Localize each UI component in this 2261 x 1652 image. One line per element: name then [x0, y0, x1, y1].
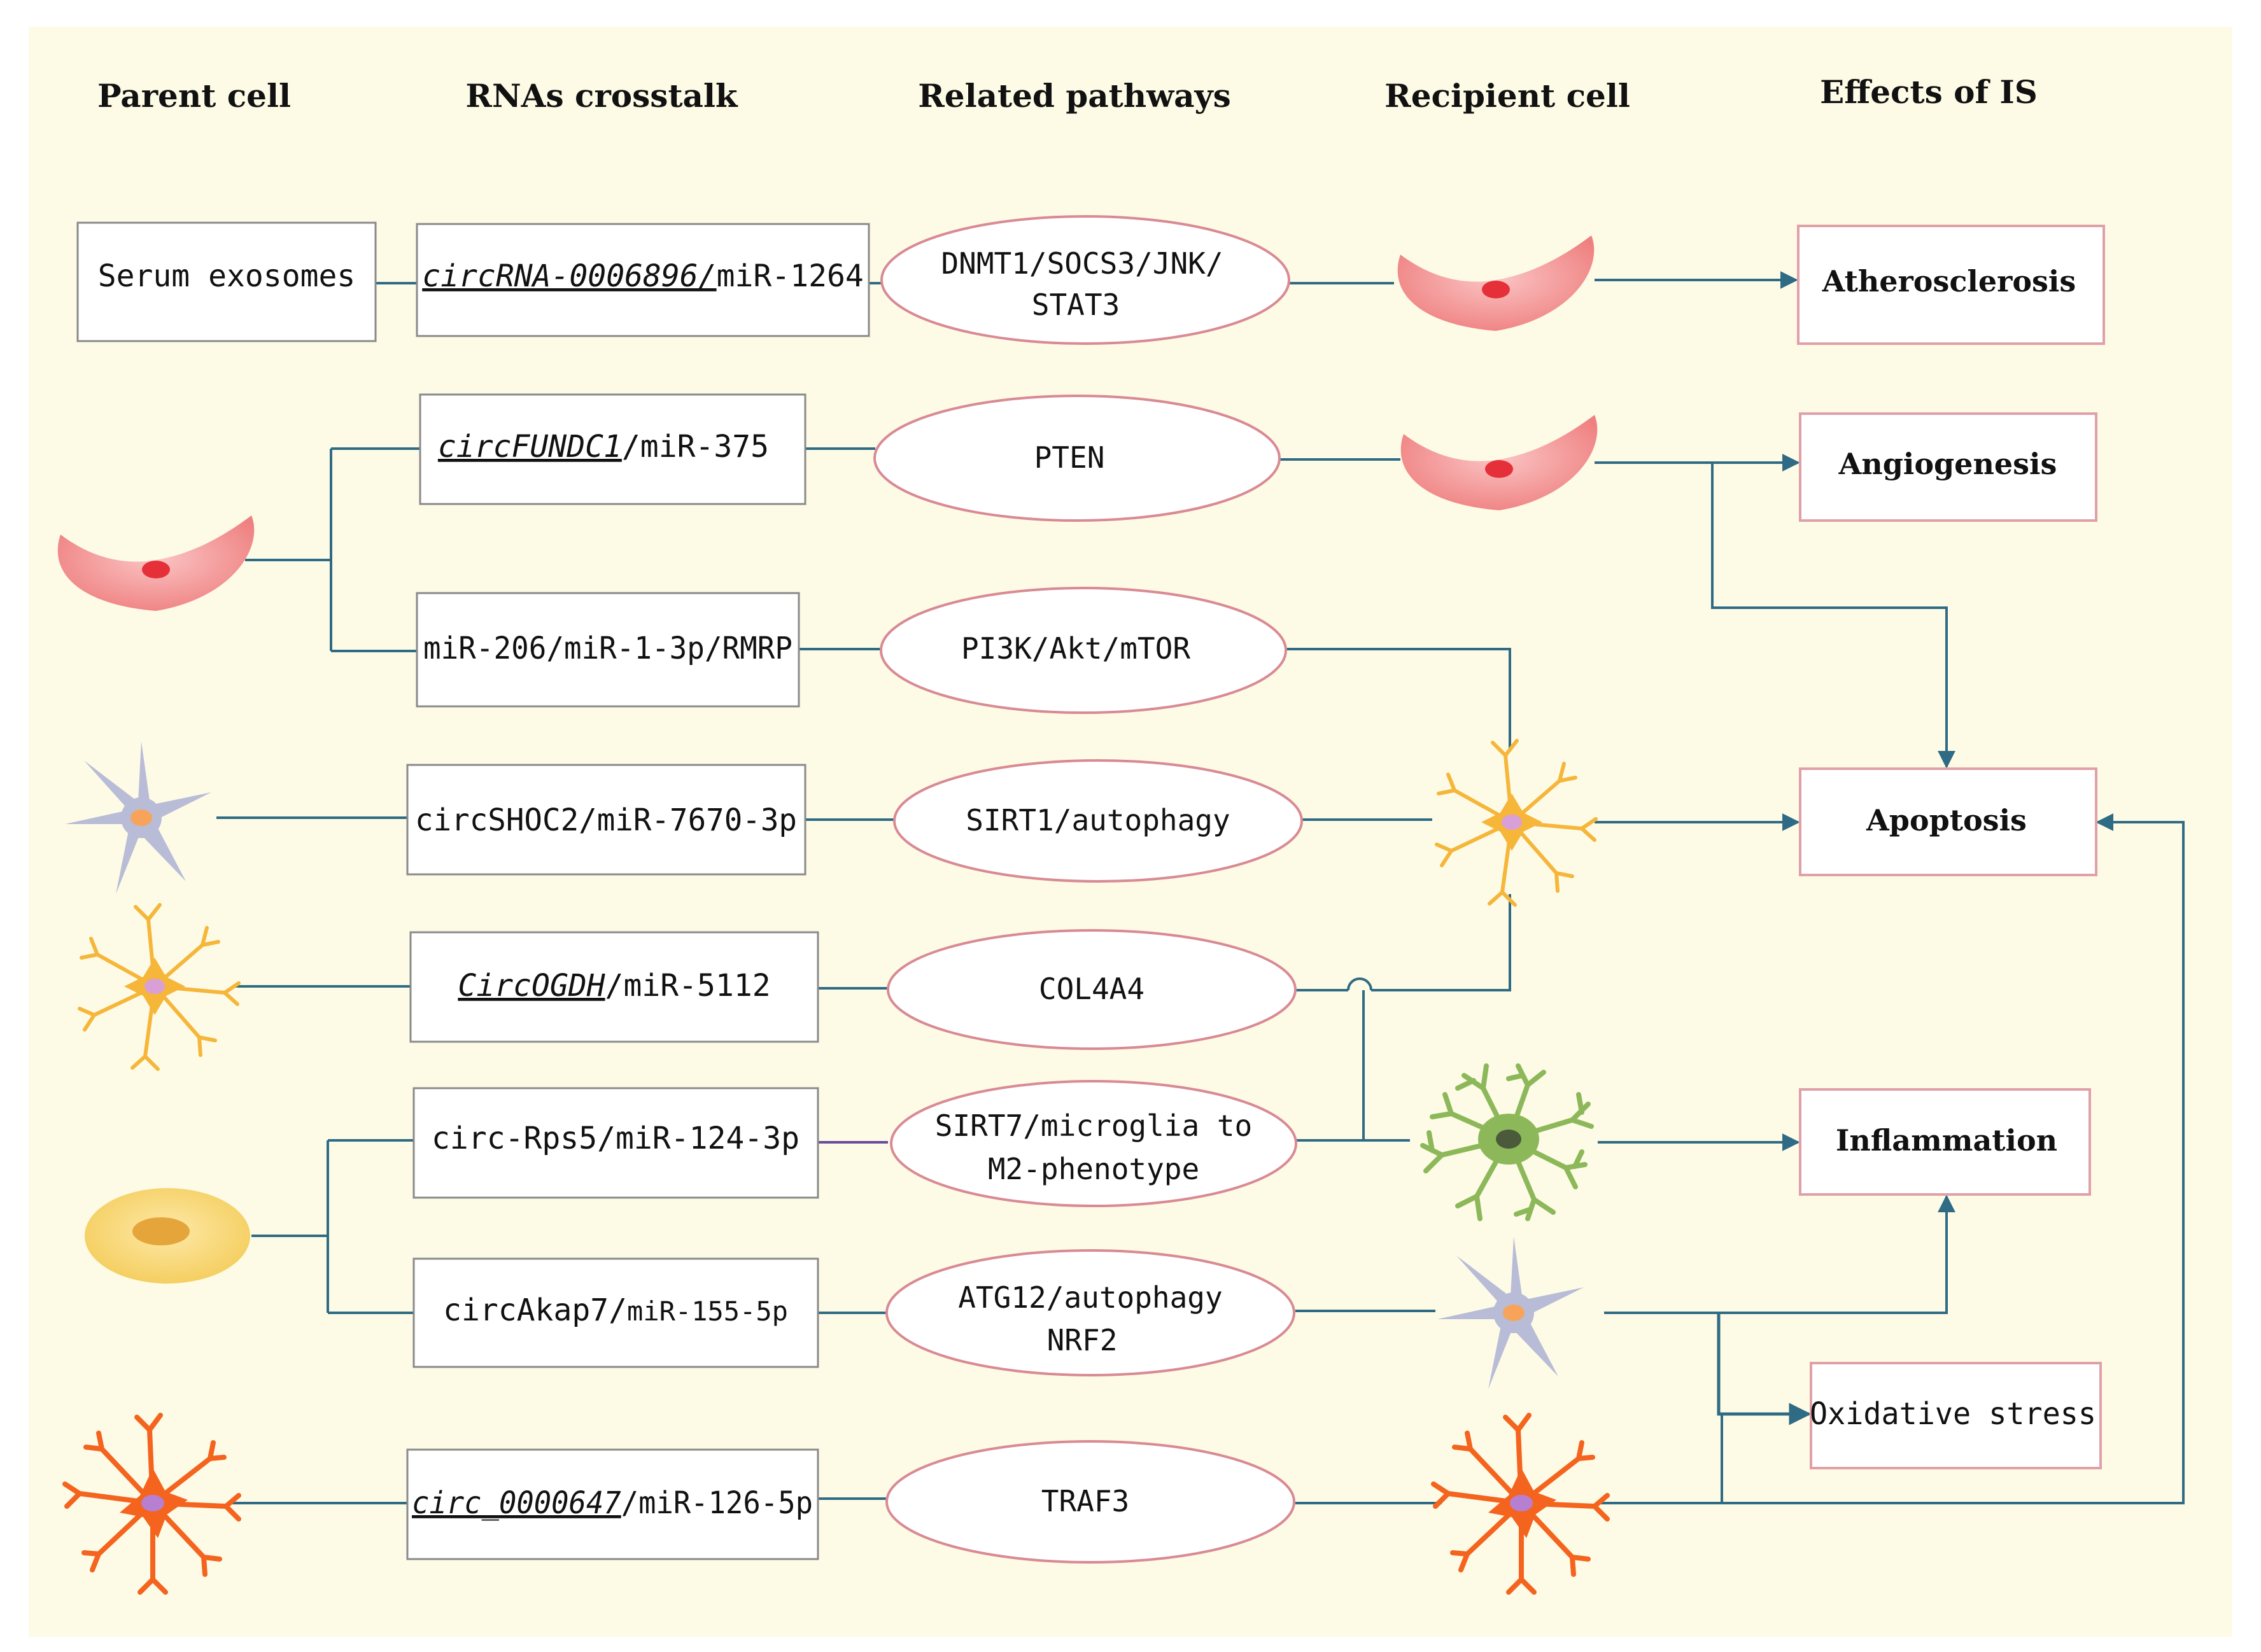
effect-box-atherosclerosis [1797, 225, 2105, 345]
rna-label-3: miR-206/miR-1-3p/RMRP [423, 631, 792, 666]
rna-box-3 [416, 592, 800, 708]
rna-box-2 [419, 393, 806, 505]
rna-label-2: circFUNDC1/miR-375 [438, 429, 769, 465]
header-effects-of-is: Effects of IS [1820, 73, 2038, 111]
header-related-pathways: Related pathways [918, 77, 1230, 115]
pathways-column: DNMT1/SOCS3/JNK/ STAT3 PTEN PI3K/Akt/mTO… [873, 215, 1303, 1564]
effect-inflammation: Inflammation [1836, 1123, 2057, 1158]
pathway-ellipse-4 [893, 759, 1303, 883]
rna-label-4: circSHOC2/miR-7670-3p [415, 802, 797, 838]
pathway-label-1b: STAT3 [1032, 288, 1120, 322]
pathway-ellipse-2 [873, 395, 1281, 522]
header-recipient-cell: Recipient cell [1384, 77, 1630, 115]
effect-atherosclerosis: Atherosclerosis [1822, 264, 2076, 298]
serum-exosomes-box [76, 221, 377, 342]
pathway-ellipse-8 [885, 1440, 1295, 1564]
header-parent-cell: Parent cell [97, 77, 291, 115]
stem-cell-nucleus [132, 1217, 190, 1245]
pathway-label-6a: SIRT7/microglia to [935, 1109, 1253, 1143]
rna-label-8: circ_0000647/miR-126-5p [412, 1485, 813, 1521]
serum-exosomes-label: Serum exosomes [98, 258, 356, 294]
rna-box-5 [409, 931, 819, 1043]
rna-box-4 [406, 764, 806, 876]
rna-crosstalk-column: circRNA-0006896/miR-1264 circFUNDC1/miR-… [406, 223, 870, 1560]
rna-box-7 [412, 1257, 819, 1368]
effect-box-apoptosis [1799, 767, 2097, 876]
pathway-label-7b: NRF2 [1047, 1323, 1118, 1357]
effect-box-inflammation [1799, 1088, 2091, 1196]
pathway-label-8: TRAF3 [1041, 1484, 1129, 1518]
rna-box-6 [412, 1087, 819, 1199]
rna-label-7: circAkap7/miR-155-5p [443, 1292, 788, 1328]
pathway-label-3: PI3K/Akt/mTOR [961, 631, 1190, 666]
rna-label-5: CircOGDH/miR-5112 [458, 968, 770, 1004]
pathway-ellipse-6 [890, 1080, 1297, 1207]
effect-box-angiogenesis [1799, 412, 2097, 522]
pathway-ellipse-1 [880, 215, 1290, 345]
connector-lines [216, 271, 2185, 1504]
parent-cell-column: Serum exosomes [57, 221, 377, 1592]
rna-box-1 [416, 223, 870, 337]
rna-label-1: circRNA-0006896/miR-1264 [422, 258, 864, 294]
header-rnas-crosstalk: RNAs crosstalk [465, 77, 738, 115]
effect-oxidative-stress: Oxidative stress [1810, 1396, 2096, 1432]
pathway-label-5: COL4A4 [1039, 972, 1145, 1006]
pathway-label-7a: ATG12/autophagy [958, 1280, 1222, 1315]
pathway-label-1a: DNMT1/SOCS3/JNK/ [941, 246, 1223, 281]
effect-apoptosis: Apoptosis [1866, 803, 2027, 837]
pathway-ellipse-5 [887, 929, 1297, 1050]
effects-column: Atherosclerosis Angiogenesis Apoptosis I… [1797, 225, 2105, 1469]
pathway-ellipse-7 [885, 1249, 1295, 1376]
effect-angiogenesis: Angiogenesis [1838, 447, 2057, 481]
pathway-label-2: PTEN [1034, 440, 1105, 475]
effect-box-oxidative-stress [1810, 1362, 2102, 1469]
rna-box-8 [406, 1448, 819, 1560]
pathway-label-4: SIRT1/autophagy [966, 803, 1230, 837]
pathway-label-6b: M2-phenotype [988, 1152, 1199, 1186]
pathway-ellipse-3 [880, 587, 1287, 714]
rna-label-6: circ-Rps5/miR-124-3p [432, 1121, 799, 1156]
